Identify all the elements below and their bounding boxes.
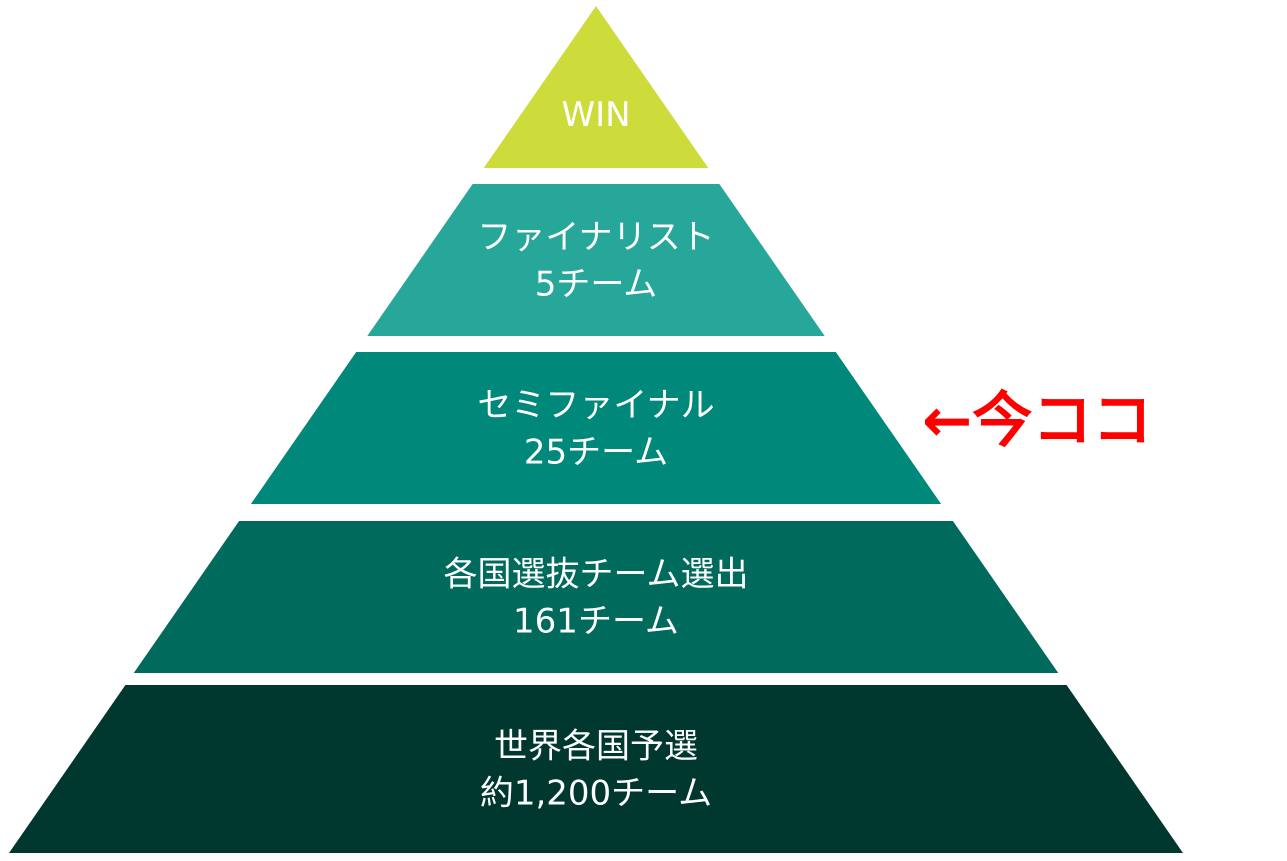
pyramid-tier-label: 約1,200チーム	[480, 774, 712, 814]
pyramid-tier-shape	[367, 184, 825, 336]
pyramid-tier: セミファイナル 25チーム	[250, 352, 942, 504]
pyramid-tier-shape	[250, 352, 942, 504]
pyramid-tier-shape	[9, 685, 1183, 853]
pyramid-tier-label: ファイナリスト	[477, 218, 714, 258]
pyramid-tier-label: 世界各国予選	[494, 727, 698, 767]
pyramid-tier-label: 25チーム	[524, 433, 668, 473]
pyramid-tier-label: 161チーム	[513, 602, 679, 642]
pyramid-tier-shape	[483, 6, 709, 168]
pyramid-tier-shape	[133, 521, 1059, 673]
pyramid-tier: 各国選抜チーム選出 161チーム	[133, 521, 1059, 673]
current-stage-marker: ←今ココ	[922, 386, 1152, 456]
pyramid-tier-label: 5チーム	[535, 265, 658, 305]
pyramid-tier: WIN	[483, 6, 709, 168]
pyramid-tier: ファイナリスト 5チーム	[367, 184, 825, 336]
pyramid-tier-label: セミファイナル	[477, 386, 714, 426]
pyramid-tier-label: WIN	[561, 95, 630, 135]
pyramid-tier-label: 各国選抜チーム選出	[444, 555, 749, 595]
